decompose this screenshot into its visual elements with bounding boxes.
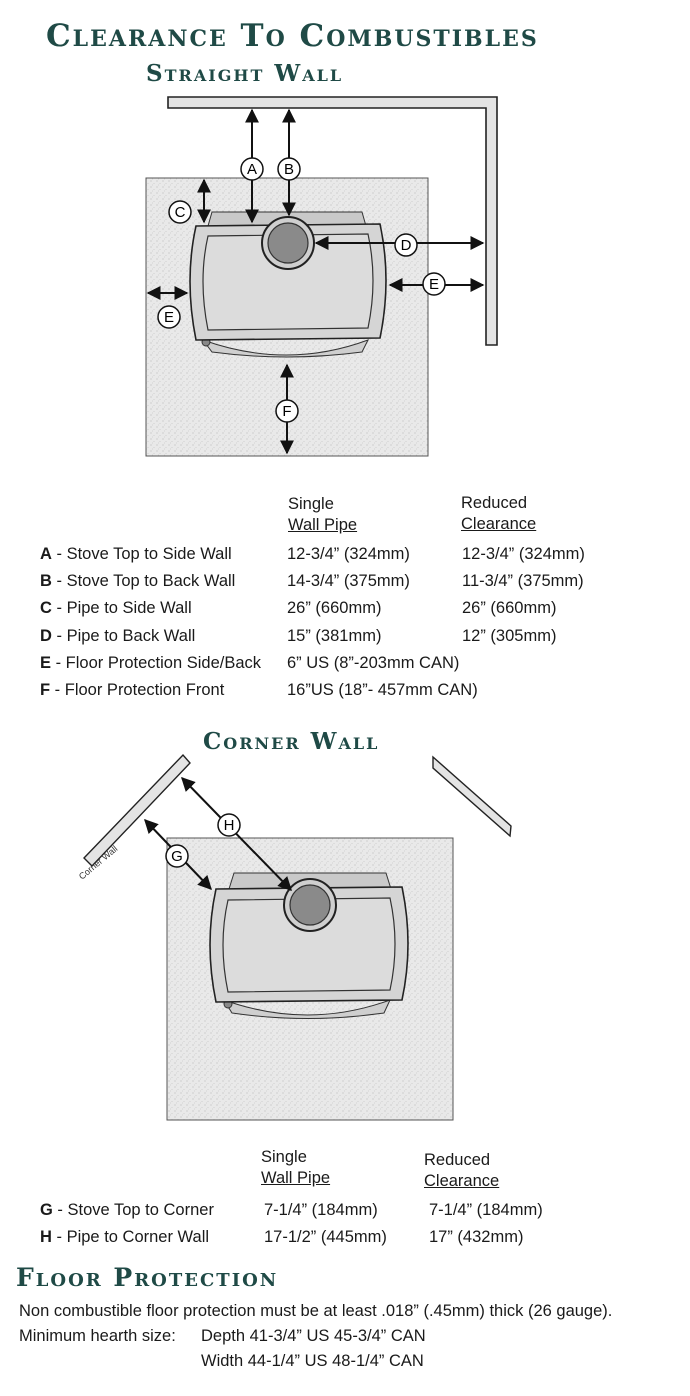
straight-wall-heading: Straight Wall — [146, 60, 344, 87]
row-description: - Pipe to Corner Wall — [51, 1228, 210, 1246]
marker-d-letter: B — [284, 161, 294, 178]
corner-col-single-line2: Wall Pipe — [261, 1169, 331, 1187]
marker-f: F — [275, 399, 299, 423]
row-description: - Pipe to Back Wall — [51, 626, 196, 645]
marker-g-letter: G — [171, 848, 183, 865]
hearth-width: Width 44-1/4” US 48-1/4” CAN — [201, 1352, 424, 1370]
corner-col-reduced-header: Reduced Clearance — [424, 1150, 499, 1192]
marker-e-side: E — [157, 305, 181, 329]
corner-wall-heading: Corner Wall — [203, 728, 380, 755]
row-single-wall-value: 6” US (8”-203mm CAN) — [287, 653, 460, 672]
marker-e-side-letter: E — [164, 309, 174, 326]
dimension-letter-markers: A B C D E E F — [157, 157, 446, 423]
row-description: - Floor Protection Side/Back — [51, 653, 262, 672]
straight-col-single-line1: Single — [288, 495, 334, 513]
marker-b: A — [240, 157, 264, 181]
row-label: H - Pipe to Corner Wall — [40, 1228, 209, 1247]
straight-col-reduced-line1: Reduced — [461, 494, 528, 512]
marker-g: G — [165, 844, 189, 868]
row-reduced-value: 12” (305mm) — [462, 626, 557, 645]
straight-col-single-header: Single Wall Pipe — [288, 494, 357, 536]
row-key: G — [40, 1201, 53, 1219]
row-key: B — [40, 572, 52, 591]
marker-a-letter: E — [429, 276, 439, 293]
straight-wall-diagram: A B C D E E F — [145, 96, 498, 457]
row-label: G - Stove Top to Corner — [40, 1201, 214, 1220]
row-key: D — [40, 626, 52, 645]
row-label: F - Floor Protection Front — [40, 681, 224, 700]
row-key: E — [40, 653, 52, 672]
straight-col-single-line2: Wall Pipe — [288, 516, 358, 534]
row-label: C - Pipe to Side Wall — [40, 599, 192, 618]
row-reduced-value: 11-3/4” (375mm) — [462, 572, 584, 591]
hearth-size-label: Minimum hearth size: — [19, 1327, 176, 1345]
row-label: D - Pipe to Back Wall — [40, 627, 195, 646]
corner-col-reduced-line1: Reduced — [424, 1151, 491, 1169]
corner-col-single-header: Single Wall Pipe — [261, 1147, 330, 1189]
row-description: - Stove Top to Back Wall — [51, 572, 236, 591]
marker-h: H — [217, 813, 241, 837]
row-description: - Pipe to Side Wall — [51, 599, 192, 618]
stove-top-view — [189, 211, 387, 358]
corner-col-single-line1: Single — [261, 1148, 307, 1166]
marker-c-letter: D — [401, 237, 412, 254]
marker-a: E — [422, 272, 446, 296]
row-reduced-value: 7-1/4” (184mm) — [429, 1201, 543, 1219]
marker-h-letter: H — [224, 817, 235, 834]
row-reduced-value: 17” (432mm) — [429, 1228, 524, 1246]
row-description: - Floor Protection Front — [50, 681, 225, 699]
marker-e-top-letter: C — [175, 204, 186, 221]
corner-walls — [83, 753, 512, 868]
row-description: - Stove Top to Corner — [52, 1201, 214, 1219]
row-single-wall-value: 26” (660mm) — [287, 599, 382, 618]
row-reduced-value: 12-3/4” (324mm) — [462, 545, 585, 563]
corner-stove-top-view — [209, 872, 409, 1019]
straight-col-reduced-header: Reduced Clearance — [461, 493, 536, 535]
row-key: F — [40, 681, 51, 699]
corner-wall-diagram: Corner Wall H G — [77, 753, 512, 1121]
marker-c: D — [394, 233, 418, 257]
marker-f-letter: F — [282, 403, 291, 420]
row-key: A — [40, 545, 52, 563]
floor-protection-heading: Floor Protection — [16, 1263, 279, 1292]
row-key: C — [40, 599, 52, 618]
row-single-wall-value: 14-3/4” (375mm) — [287, 572, 410, 591]
row-single-wall-value: 7-1/4” (184mm) — [264, 1201, 378, 1219]
marker-e-top: C — [168, 200, 192, 224]
row-reduced-value: 26” (660mm) — [462, 599, 557, 618]
row-single-wall-value: 15” (381mm) — [287, 626, 382, 645]
page-title: Clearance To Combustibles — [46, 18, 539, 54]
row-single-wall-value: 12-3/4” (324mm) — [287, 545, 410, 563]
corner-col-reduced-line2: Clearance — [424, 1172, 500, 1190]
straight-col-reduced-line2: Clearance — [461, 515, 537, 533]
corner-letter-markers: H G — [165, 813, 241, 868]
floor-protection-note: Non combustible floor protection must be… — [19, 1302, 613, 1320]
row-description: - Stove Top to Side Wall — [51, 545, 232, 563]
marker-d: B — [277, 157, 301, 181]
row-key: H — [40, 1228, 52, 1246]
row-single-wall-value: 17-1/2” (445mm) — [264, 1228, 387, 1246]
row-label: B - Stove Top to Back Wall — [40, 572, 235, 591]
row-label: A - Stove Top to Side Wall — [40, 545, 232, 564]
row-single-wall-value: 16”US (18”- 457mm CAN) — [287, 681, 478, 699]
walls — [167, 96, 498, 346]
marker-b-letter: A — [247, 161, 257, 178]
row-label: E - Floor Protection Side/Back — [40, 654, 261, 673]
hearth-depth: Depth 41-3/4” US 45-3/4” CAN — [201, 1327, 426, 1345]
